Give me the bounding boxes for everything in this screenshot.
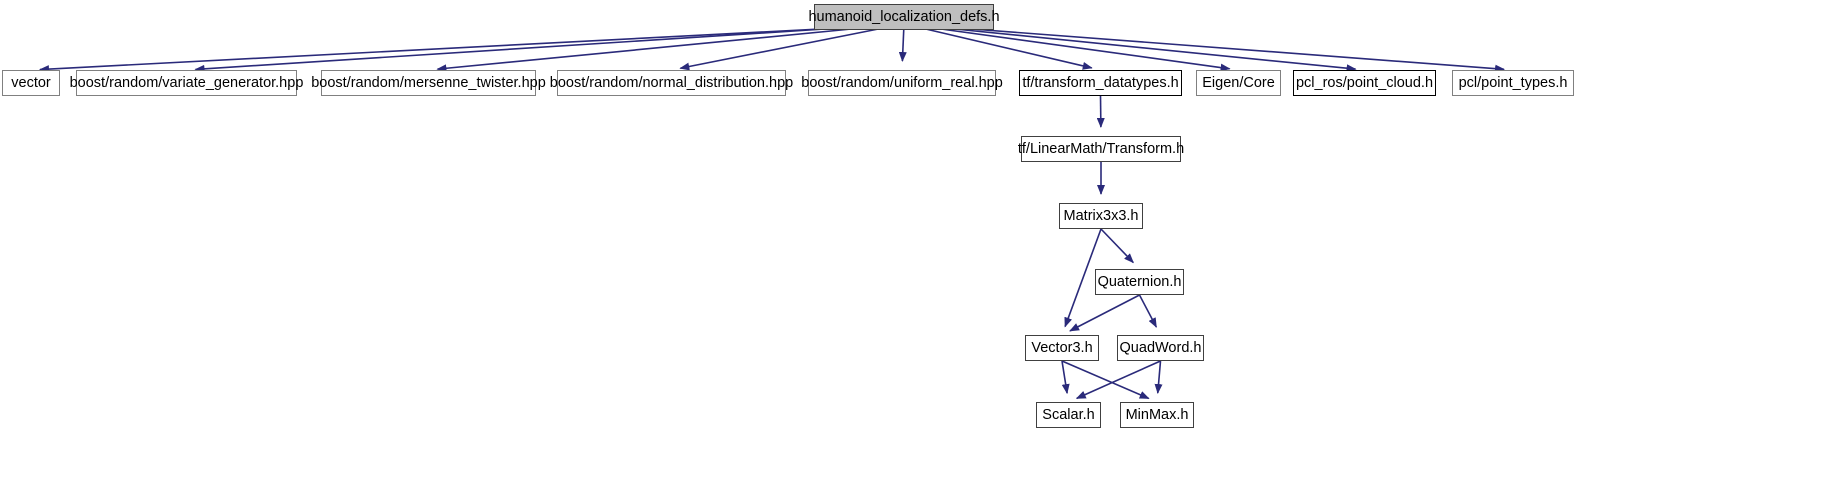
- graph-node-label: MinMax.h: [1125, 406, 1189, 423]
- graph-node-matrix[interactable]: Matrix3x3.h: [1059, 203, 1143, 229]
- graph-node-uniform: boost/random/uniform_real.hpp: [801, 70, 1003, 96]
- graph-node-scalar[interactable]: Scalar.h: [1036, 402, 1101, 428]
- graph-node-eigen: Eigen/Core: [1196, 70, 1281, 96]
- graph-edge-root-to-uniform: [898, 28, 907, 63]
- graph-node-label: QuadWord.h: [1119, 339, 1202, 356]
- graph-edge-root-to-normal: [679, 28, 879, 71]
- graph-node-label: humanoid_localization_defs.h: [808, 8, 1000, 25]
- graph-node-label: pcl/point_types.h: [1458, 74, 1568, 91]
- graph-edge-root-to-tfdt: [925, 28, 1093, 70]
- graph-node-label: tf/LinearMath/Transform.h: [1017, 140, 1185, 157]
- graph-node-label: Eigen/Core: [1202, 74, 1275, 91]
- graph-node-label: Matrix3x3.h: [1063, 207, 1139, 224]
- graph-node-label: boost/random/uniform_real.hpp: [801, 74, 1003, 91]
- graph-node-root[interactable]: humanoid_localization_defs.h: [808, 4, 1000, 30]
- graph-edge-vector3-to-scalar: [1061, 360, 1070, 395]
- graph-edge-root-to-variate: [194, 28, 825, 73]
- graph-node-quaternion[interactable]: Quaternion.h: [1095, 269, 1184, 295]
- graph-node-quadword[interactable]: QuadWord.h: [1117, 335, 1204, 361]
- graph-edge-quadword-to-scalar: [1075, 360, 1161, 400]
- graph-edge-vector3-to-minmax: [1061, 360, 1150, 400]
- graph-edge-quaternion-to-vector3: [1069, 294, 1140, 332]
- graph-node-label: pcl_ros/point_cloud.h: [1295, 74, 1434, 91]
- graph-node-variate: boost/random/variate_generator.hpp: [70, 70, 303, 96]
- graph-node-label: boost/random/mersenne_twister.hpp: [311, 74, 546, 91]
- graph-node-label: Scalar.h: [1042, 406, 1095, 423]
- graph-node-label: vector: [11, 74, 51, 91]
- graph-node-label: tf/transform_datatypes.h: [1022, 74, 1179, 91]
- graph-edge-root-to-pclros: [954, 28, 1357, 73]
- graph-node-pclros[interactable]: pcl_ros/point_cloud.h: [1293, 70, 1436, 96]
- graph-edge-quaternion-to-quadword: [1138, 294, 1158, 328]
- graph-node-normal: boost/random/normal_distribution.hpp: [550, 70, 793, 96]
- graph-edge-root-to-mersenne: [436, 28, 852, 73]
- graph-edge-quadword-to-minmax: [1154, 360, 1163, 395]
- graph-node-mersenne: boost/random/mersenne_twister.hpp: [311, 70, 546, 96]
- graph-node-minmax[interactable]: MinMax.h: [1120, 402, 1194, 428]
- graph-edge-root-to-pcltypes: [971, 28, 1506, 73]
- graph-node-pcltypes: pcl/point_types.h: [1452, 70, 1574, 96]
- graph-node-transform[interactable]: tf/LinearMath/Transform.h: [1017, 136, 1185, 162]
- graph-edge-root-to-eigen: [940, 28, 1231, 72]
- graph-node-label: Vector3.h: [1031, 339, 1093, 356]
- graph-edge-matrix-to-quaternion: [1100, 228, 1134, 264]
- graph-node-label: Quaternion.h: [1097, 273, 1182, 290]
- graph-node-label: boost/random/normal_distribution.hpp: [549, 74, 794, 91]
- graph-node-vector3[interactable]: Vector3.h: [1025, 335, 1099, 361]
- graph-node-vector: vector: [2, 70, 60, 96]
- graph-node-label: boost/random/variate_generator.hpp: [69, 74, 304, 91]
- graph-edge-root-to-vector: [38, 28, 821, 74]
- graph-node-tfdt[interactable]: tf/transform_datatypes.h: [1019, 70, 1182, 96]
